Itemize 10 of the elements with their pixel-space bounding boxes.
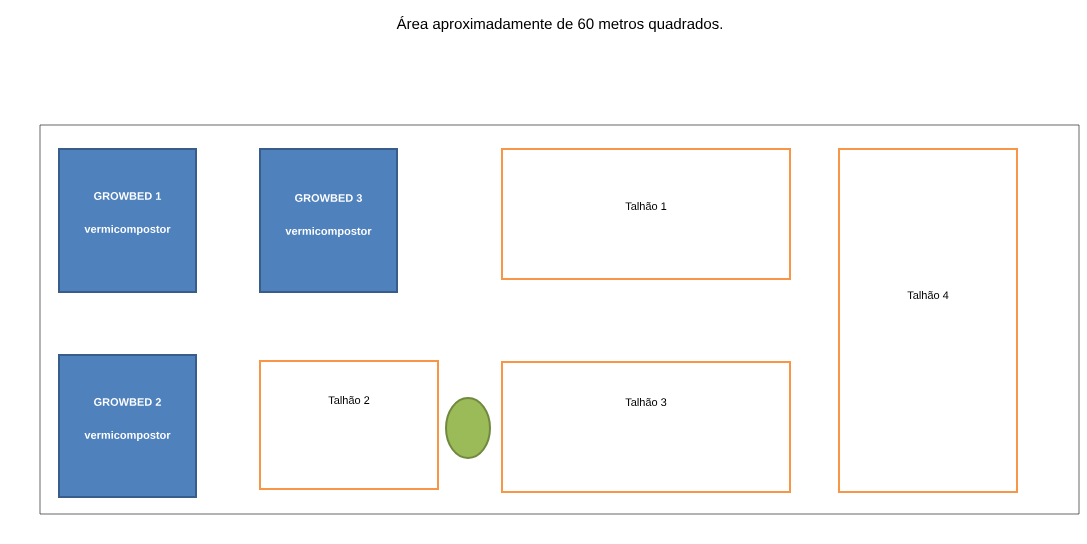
growbed-box: GROWBED 1 vermicompostor bbox=[58, 148, 197, 293]
plot-box: Talhão 3 bbox=[501, 361, 791, 493]
growbed-box: GROWBED 3 vermicompostor bbox=[259, 148, 398, 293]
ellipse bbox=[445, 397, 491, 459]
growbed-box: GROWBED 2 vermicompostor bbox=[58, 354, 197, 498]
plot-box: Talhão 1 bbox=[501, 148, 791, 280]
title: Área aproximadamente de 60 metros quadrados. bbox=[396, 15, 722, 33]
area-frame bbox=[39, 124, 1080, 515]
plot-box: Talhão 4 bbox=[838, 148, 1018, 493]
plot-box: Talhão 2 bbox=[259, 360, 439, 490]
